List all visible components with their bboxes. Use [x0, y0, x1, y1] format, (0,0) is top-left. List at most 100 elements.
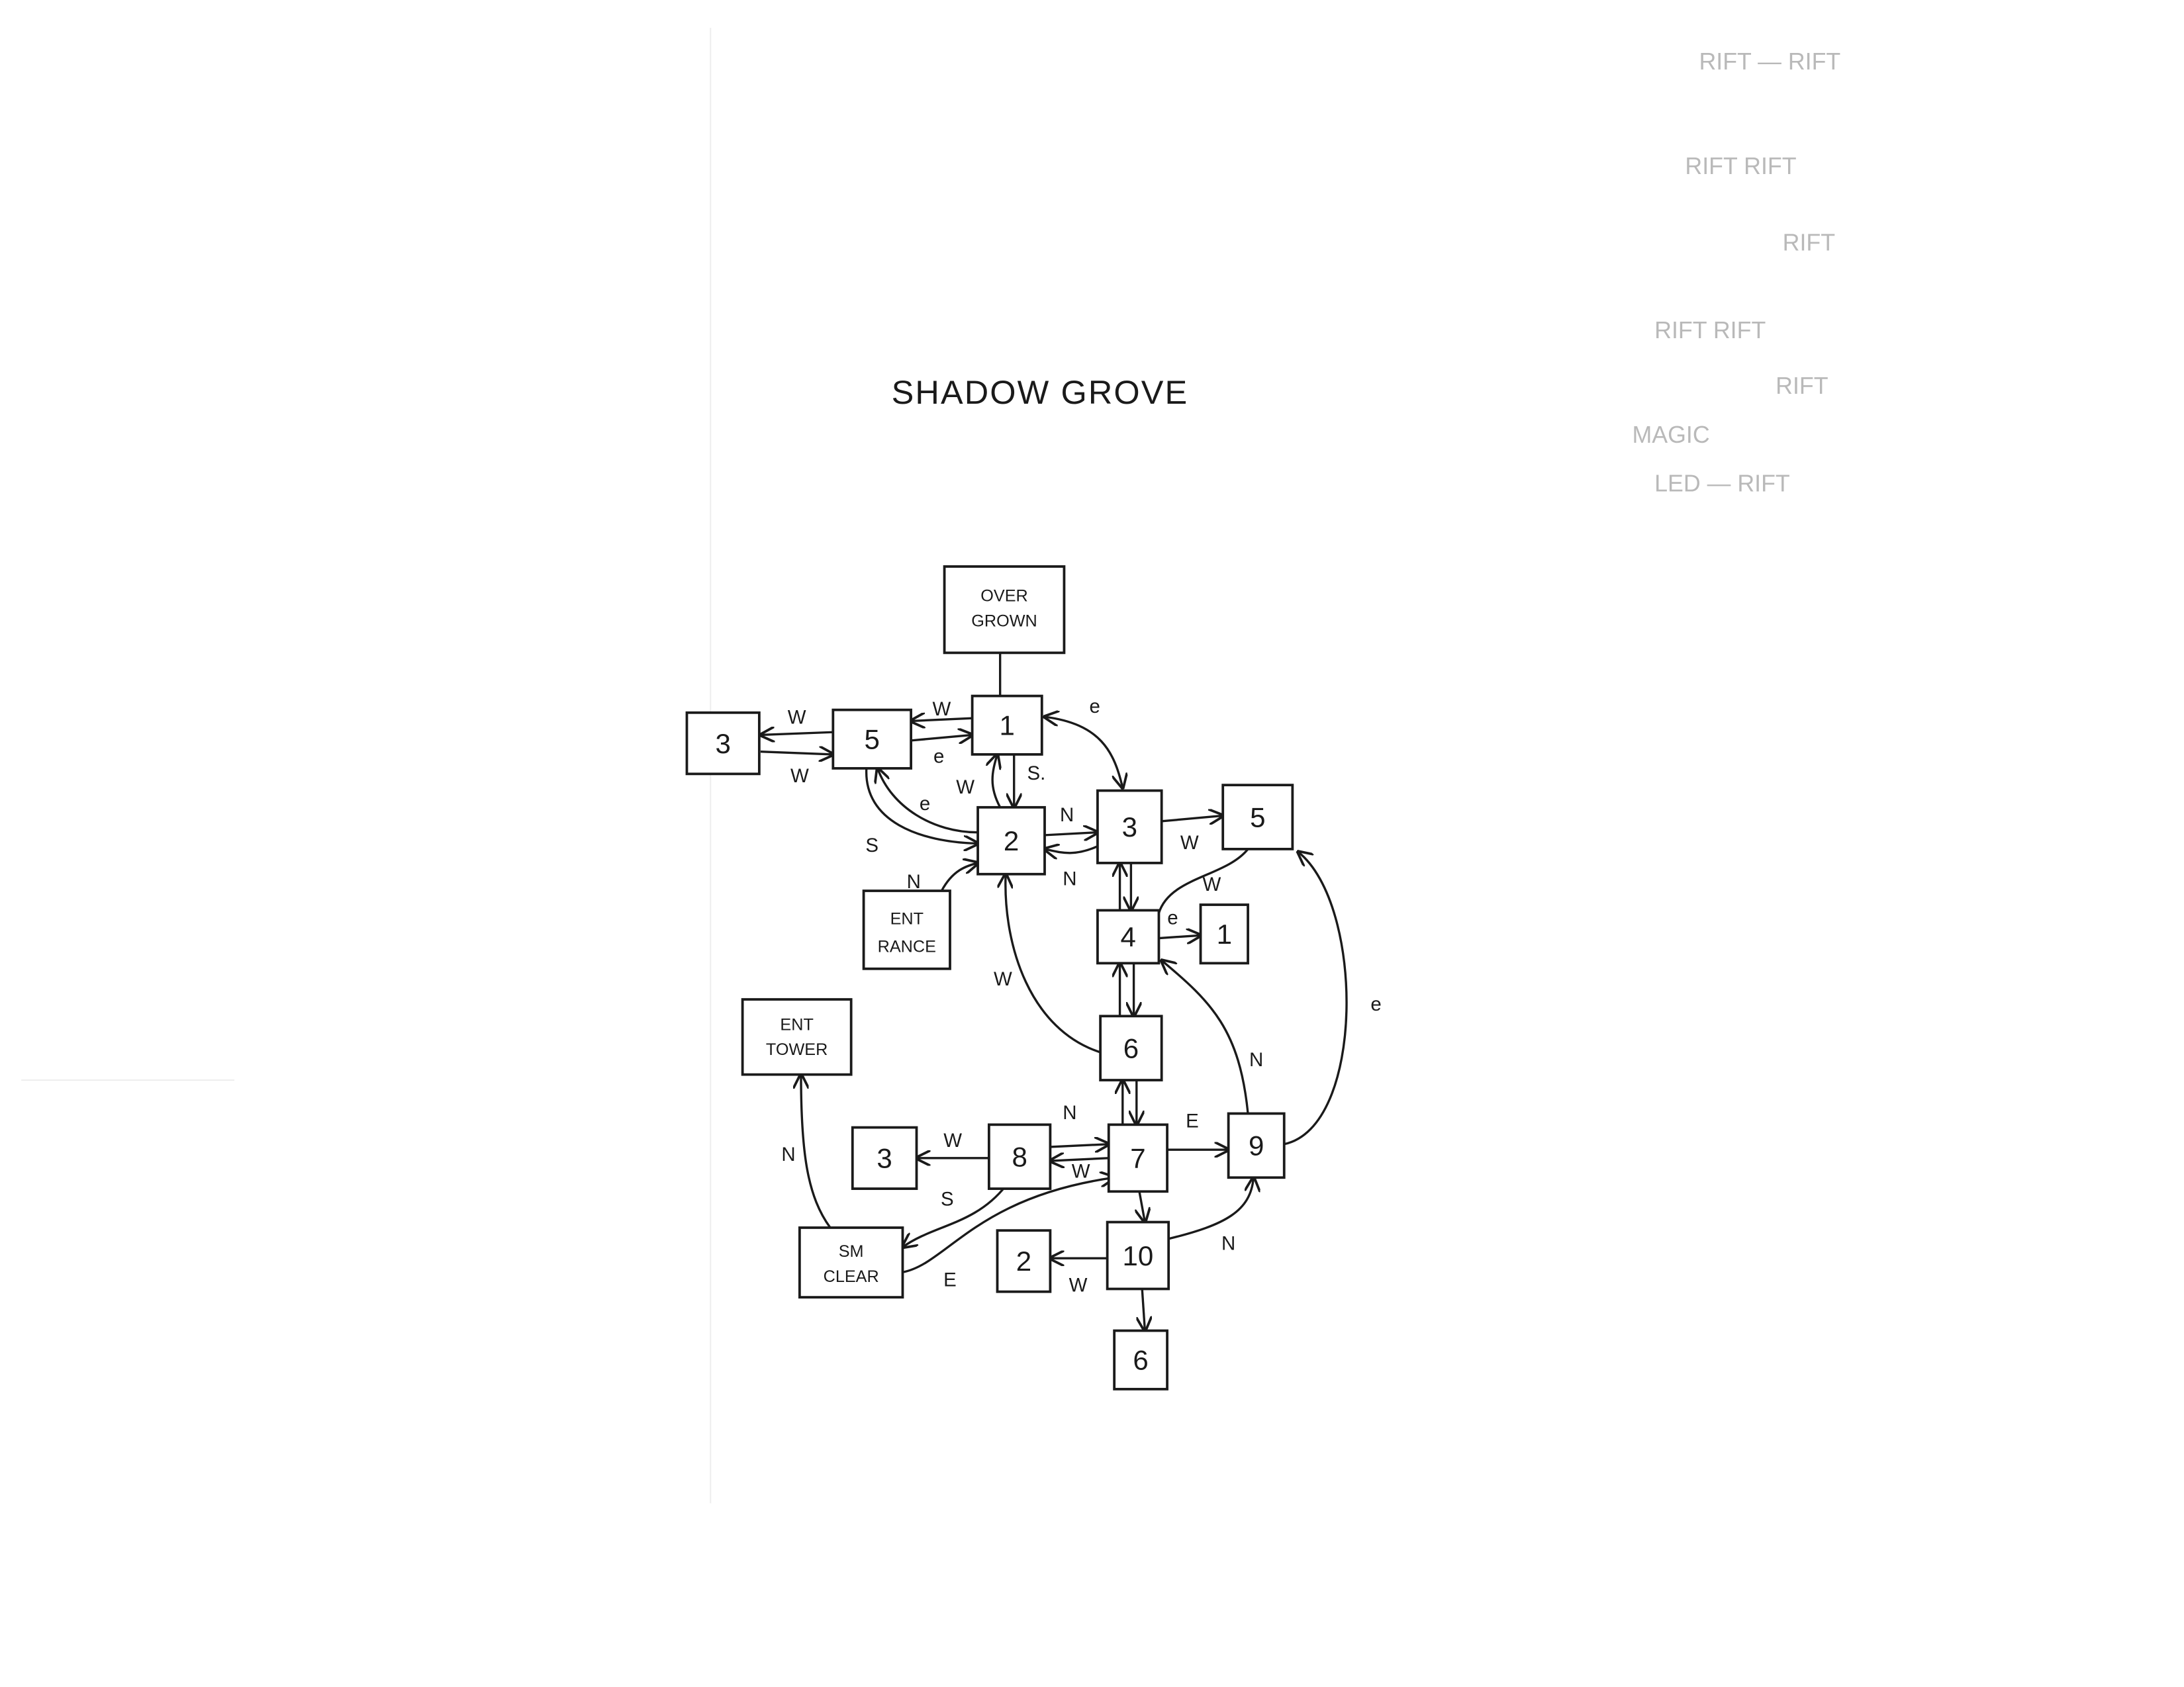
edge-n10-s6 [1142, 1289, 1145, 1331]
edge-smclear-enttower [801, 1075, 831, 1228]
edge-entrance-n2 [940, 863, 978, 891]
edge-label: W [956, 776, 974, 798]
node-label: 5 [1250, 801, 1265, 833]
edges [760, 653, 1348, 1331]
edge-label: S [865, 835, 878, 856]
edge-label: S. [1027, 762, 1045, 784]
edge-label: W [1180, 832, 1199, 854]
edge-label: W [790, 765, 809, 787]
node-4: 4 [1096, 909, 1161, 965]
node-label: SM [839, 1242, 864, 1261]
edge-label: W [1072, 1160, 1090, 1182]
node-label: 1 [1217, 919, 1232, 950]
node-label: 6 [1133, 1344, 1148, 1375]
edge-n1-n3 [1045, 717, 1123, 788]
edge-n2-n1 [992, 754, 1000, 808]
node-label: 1 [1000, 709, 1015, 741]
edge-n4-e1 [1159, 935, 1200, 938]
edge-n2-n3 [1044, 833, 1098, 835]
edge-label: N [1063, 868, 1076, 890]
edge-label: W [943, 1130, 962, 1152]
node-10: 10 [1106, 1220, 1170, 1291]
node-5-east: 5 [1221, 784, 1294, 850]
edge-label: N [1060, 804, 1074, 826]
node-9: 9 [1227, 1112, 1286, 1179]
edge-label: N [1249, 1049, 1263, 1071]
note-line: MAGIC [1633, 422, 1710, 448]
node-label: 9 [1249, 1130, 1264, 1162]
edge-w5-n2 [865, 768, 978, 844]
node-label: ENT [780, 1015, 813, 1034]
node-label: 6 [1123, 1032, 1139, 1064]
edge-label: W [788, 707, 806, 729]
node-5-west: 5 [831, 708, 912, 770]
node-label: 3 [877, 1143, 892, 1174]
node-3-southwest: 3 [851, 1126, 918, 1190]
node-label: TOWER [766, 1040, 828, 1059]
edge-n6-n2 [1006, 874, 1101, 1054]
note-line: RIFT [1783, 230, 1836, 256]
edge-n8-n7 [1050, 1144, 1108, 1147]
node-label: GROWN [971, 612, 1037, 630]
node-label: 2 [1016, 1246, 1031, 1277]
node-overgrown: OVER GROWN [943, 565, 1066, 655]
node-label: 4 [1120, 921, 1135, 952]
edge-n3-e5 [1161, 815, 1223, 821]
edge-label: N [1063, 1102, 1076, 1124]
node-label: 8 [1012, 1141, 1027, 1172]
edge-label: e [1167, 907, 1178, 929]
edge-n1-w5 [911, 718, 973, 721]
edge-label: e [920, 793, 930, 815]
edge-label: e [933, 746, 944, 768]
edge-n9-n4 [1162, 960, 1249, 1114]
node-3: 3 [1096, 789, 1163, 864]
edge-w3-w5 [760, 752, 833, 754]
note-line: RIFT RIFT [1654, 317, 1766, 343]
note-line: RIFT — RIFT [1699, 48, 1840, 75]
edge-labels: W W W e e S. W e S N N N W W e W e N N W… [781, 696, 1381, 1297]
edge-w5-n1 [910, 735, 973, 740]
node-label: 2 [1004, 825, 1019, 856]
node-ent-tower: ENT TOWER [741, 998, 853, 1076]
note-line: RIFT [1776, 373, 1828, 399]
node-label: 5 [865, 723, 880, 754]
edge-n8-smclear [902, 1185, 1007, 1248]
edge-label: E [943, 1269, 957, 1291]
diagram-title: SHADOW GROVE [892, 373, 1189, 411]
edge-e5-n4 [1157, 848, 1249, 914]
node-label: ENT [890, 909, 924, 928]
node-label: 7 [1130, 1143, 1145, 1174]
edge-n9-e5 [1284, 852, 1348, 1146]
edge-label: W [932, 698, 951, 720]
edge-label: e [1090, 696, 1100, 717]
node-1-east: 1 [1199, 903, 1249, 965]
edge-label: W [1069, 1275, 1088, 1297]
note-line: RIFT RIFT [1685, 153, 1796, 179]
edge-label: N [781, 1144, 795, 1165]
node-entrance: ENT RANCE [862, 889, 951, 970]
note-line: LED — RIFT [1654, 470, 1790, 496]
edge-label: E [1186, 1111, 1199, 1132]
edge-n10-n9 [1168, 1177, 1253, 1240]
node-6: 6 [1099, 1015, 1163, 1081]
edge-label: N [907, 871, 921, 893]
node-6-south: 6 [1113, 1329, 1168, 1391]
edge-label: e [1370, 993, 1381, 1015]
edge-smclear-n7 [902, 1177, 1114, 1273]
edge-label: W [994, 968, 1012, 990]
edge-label: N [1221, 1233, 1235, 1255]
node-label: 10 [1123, 1240, 1154, 1271]
node-sm-clear: SM CLEAR [798, 1226, 904, 1299]
node-label: CLEAR [824, 1267, 879, 1286]
edge-label: S [941, 1188, 954, 1210]
edge-n7-n10 [1139, 1191, 1145, 1222]
node-label: 3 [1122, 811, 1137, 843]
node-label: 3 [715, 728, 730, 759]
edge-label: W [1202, 874, 1221, 895]
node-1: 1 [971, 694, 1043, 756]
edge-n7-n8 [1050, 1158, 1109, 1161]
node-2-south: 2 [996, 1229, 1052, 1293]
node-8: 8 [987, 1123, 1052, 1190]
edge-n3-n2 [1045, 846, 1098, 853]
